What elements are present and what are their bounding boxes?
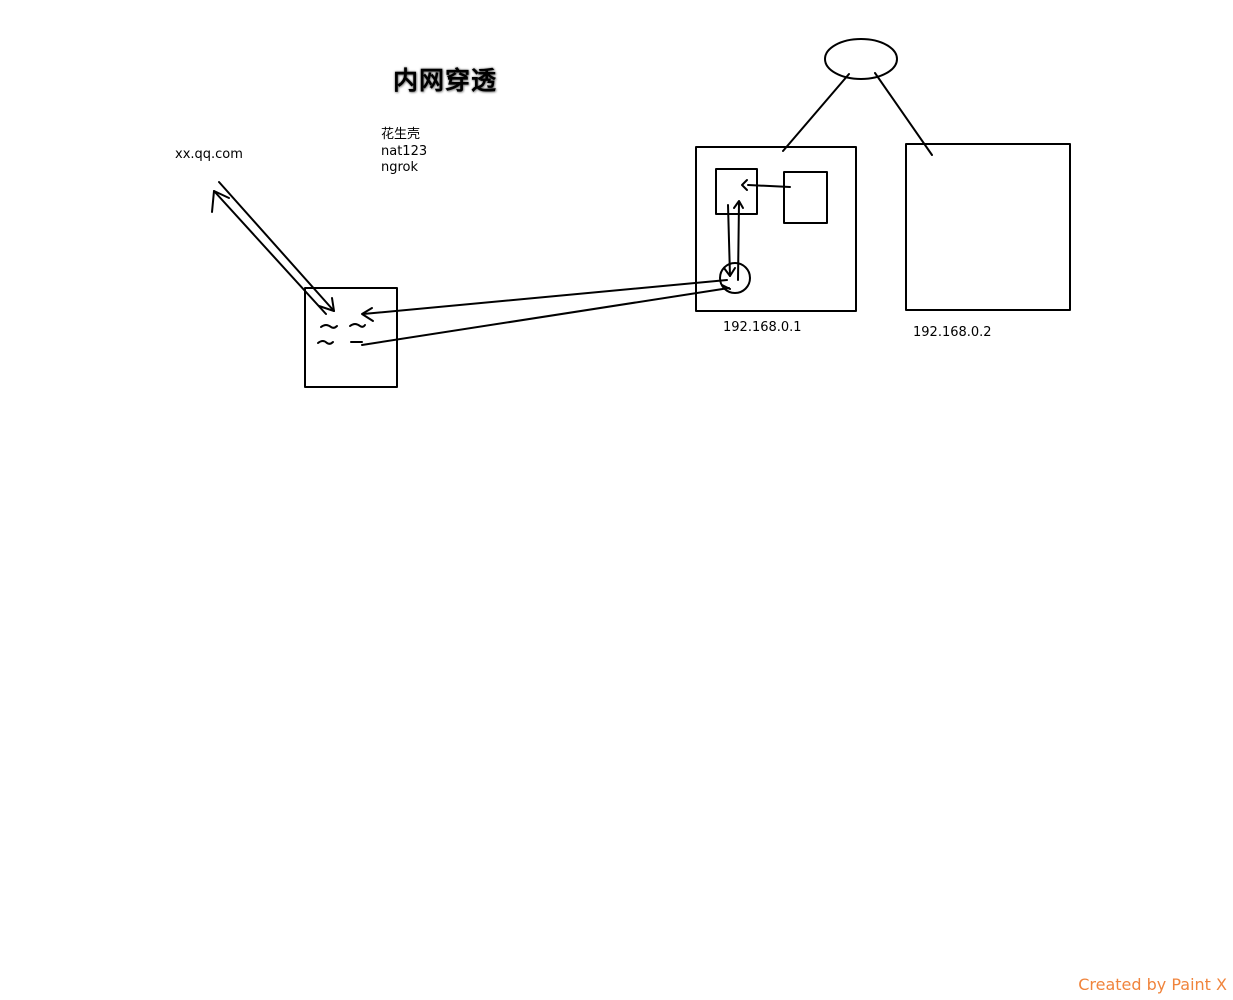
domain-arrow-up (213, 190, 327, 315)
tool-label-1: 花生壳 (381, 127, 421, 142)
tunnel-arrow-to-client (361, 287, 730, 346)
tunnel-arrow-to-client-tick (721, 284, 731, 290)
watermark-label: Created by Paint X (1078, 975, 1227, 994)
domain-arrow-down (218, 181, 335, 312)
diagram-title: 内网穿透 (393, 66, 498, 95)
inner-arrow-head (741, 179, 748, 191)
vertical-arrow-up-head (733, 200, 744, 209)
router-link-left (782, 73, 850, 152)
router-link-right (874, 72, 933, 156)
inner-arrow-line (747, 184, 791, 188)
vertical-arrow-down (727, 204, 731, 277)
domain-arrow-down-head (318, 297, 335, 312)
vertical-arrow-down-head (723, 267, 736, 277)
tunnel-arrow-to-server-head (361, 307, 374, 322)
tool-label-3: ngrok (381, 160, 419, 175)
server-squiggle-2 (349, 323, 366, 328)
server-squiggle-1 (320, 324, 338, 329)
inner-box-right (783, 171, 828, 224)
vertical-arrow-up (737, 201, 740, 281)
public-server-box (304, 287, 398, 388)
host-ip-label-1: 192.168.0.1 (723, 320, 802, 335)
host-ip-label-2: 192.168.0.2 (913, 325, 992, 340)
host-box-192-168-0-1 (695, 146, 857, 312)
tool-label-2: nat123 (381, 144, 428, 159)
client-circle (719, 262, 751, 294)
host-box-192-168-0-2 (905, 143, 1071, 311)
server-squiggle-3 (317, 340, 334, 345)
domain-label: xx.qq.com (175, 147, 243, 162)
router-ellipse (824, 38, 898, 80)
inner-box-left (715, 168, 758, 215)
tunnel-arrow-to-server (362, 279, 728, 315)
domain-arrow-up-head (211, 190, 230, 213)
